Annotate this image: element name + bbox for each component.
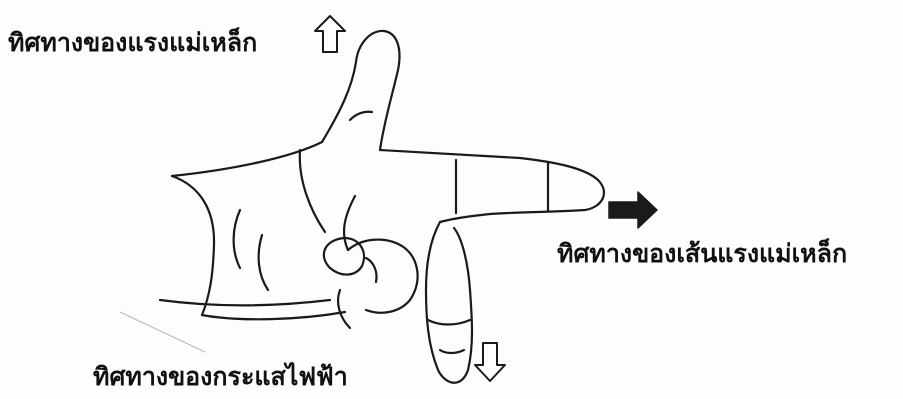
field-arrow-right-icon bbox=[609, 192, 657, 228]
index-finger-bottom bbox=[440, 214, 490, 222]
middle-finger-crease bbox=[440, 350, 464, 353]
curled-finger-crease bbox=[366, 258, 377, 282]
middle-finger-outline bbox=[426, 222, 472, 383]
force-direction-label: ทิศทางของแรงแม่เหล็ก bbox=[8, 30, 257, 55]
palm-bottom bbox=[202, 312, 345, 319]
middle-finger-crease bbox=[428, 320, 470, 325]
little-finger-curled bbox=[324, 238, 364, 275]
current-arrow-down-icon bbox=[475, 343, 505, 381]
knuckle-crease bbox=[259, 235, 268, 290]
palm-crease bbox=[300, 150, 325, 232]
field-direction-label: ทิศทางของเส้นแรงแม่เหล็ก bbox=[557, 241, 847, 266]
current-direction-label: ทิศทางของกระแสไฟฟ้า bbox=[93, 364, 348, 389]
index-finger-top bbox=[380, 150, 598, 180]
wrist-line bbox=[160, 300, 330, 305]
back-of-hand bbox=[172, 176, 214, 315]
scan-smudge bbox=[120, 312, 205, 352]
curled-finger-crease bbox=[338, 290, 350, 328]
knuckle-crease bbox=[234, 210, 240, 268]
thumb-crease bbox=[350, 112, 372, 120]
palm-crease bbox=[344, 196, 355, 250]
force-arrow-up-icon bbox=[315, 16, 345, 52]
ring-finger-curled bbox=[348, 240, 418, 313]
